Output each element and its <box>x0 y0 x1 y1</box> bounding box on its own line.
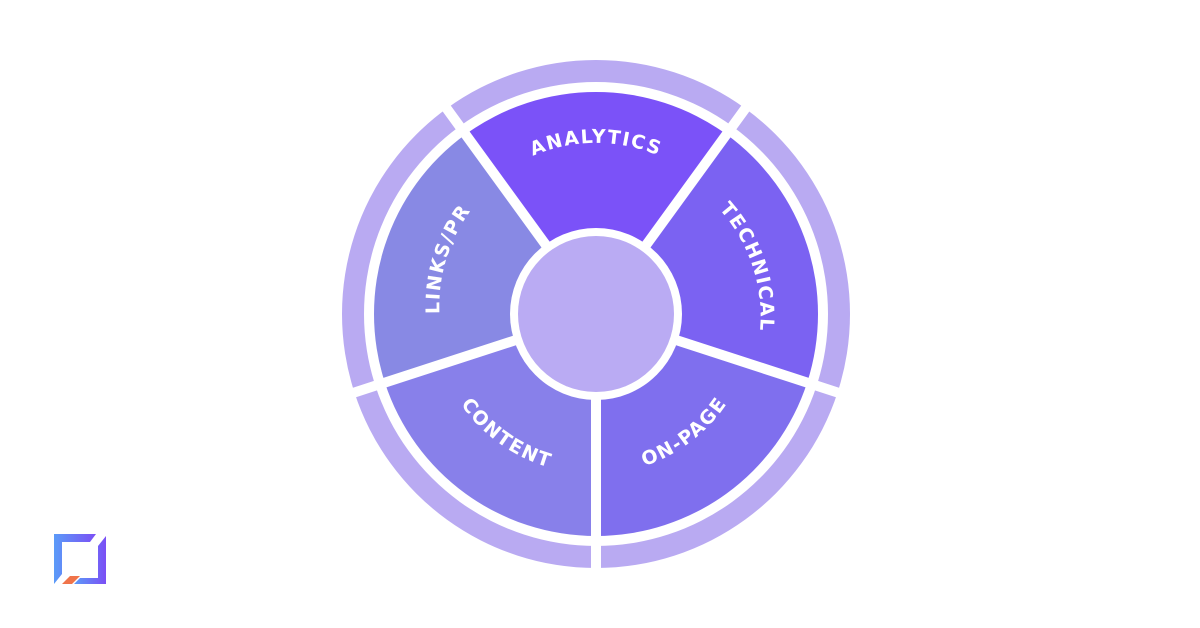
segment-analytics <box>465 92 727 250</box>
segment-on-page <box>596 338 808 536</box>
outer-ring <box>341 60 850 568</box>
ring-arc-technical <box>732 108 850 393</box>
center-circle-fill <box>518 236 674 392</box>
segment-divider <box>661 330 847 400</box>
brand-logo-icon <box>54 534 106 584</box>
segment-divider <box>633 99 755 261</box>
segment-divider <box>345 330 531 400</box>
segments <box>373 92 818 536</box>
segment-divider <box>437 99 559 261</box>
ring-arc-links-pr <box>341 108 460 393</box>
segment-content <box>384 338 596 536</box>
ring-arc-on-page <box>596 385 838 568</box>
ring-arc-content <box>354 385 596 568</box>
ring-arc-analytics <box>446 60 746 127</box>
